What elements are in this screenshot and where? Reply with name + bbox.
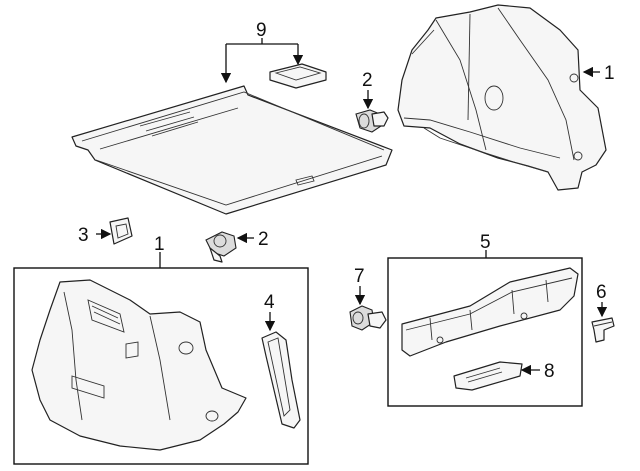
- push-pin-retainer-mid: [205, 231, 237, 263]
- quarter-trim-panel-lower: [31, 279, 247, 451]
- scuff-plate-frame: [387, 257, 583, 407]
- scuff-plate: [401, 267, 579, 357]
- callout-9: 9: [256, 20, 267, 41]
- quarter-trim-kit-frame: [13, 267, 309, 465]
- retainer: [591, 317, 615, 343]
- scuff-plate-cover: [453, 361, 523, 391]
- callout-2-mid: 2: [258, 229, 269, 250]
- callout-2-top: 2: [362, 70, 373, 91]
- cargo-floor-panel: [71, 85, 393, 215]
- callout-7: 7: [354, 266, 365, 287]
- callout-1-box: 1: [154, 234, 165, 255]
- callout-8: 8: [544, 361, 555, 382]
- quarter-trim-panel-upper: [397, 4, 607, 191]
- leader-lines: [96, 38, 608, 376]
- callout-1-top: 1: [604, 63, 615, 84]
- callout-4: 4: [264, 292, 275, 313]
- fastener: [349, 305, 387, 331]
- trim-clip: [109, 217, 133, 245]
- push-pin-retainer-top: [355, 109, 389, 133]
- callout-5: 5: [480, 232, 491, 253]
- callout-3: 3: [78, 225, 89, 246]
- floor-panel-insert: [269, 63, 327, 89]
- trim-strip: [261, 331, 301, 429]
- callout-6: 6: [596, 282, 607, 303]
